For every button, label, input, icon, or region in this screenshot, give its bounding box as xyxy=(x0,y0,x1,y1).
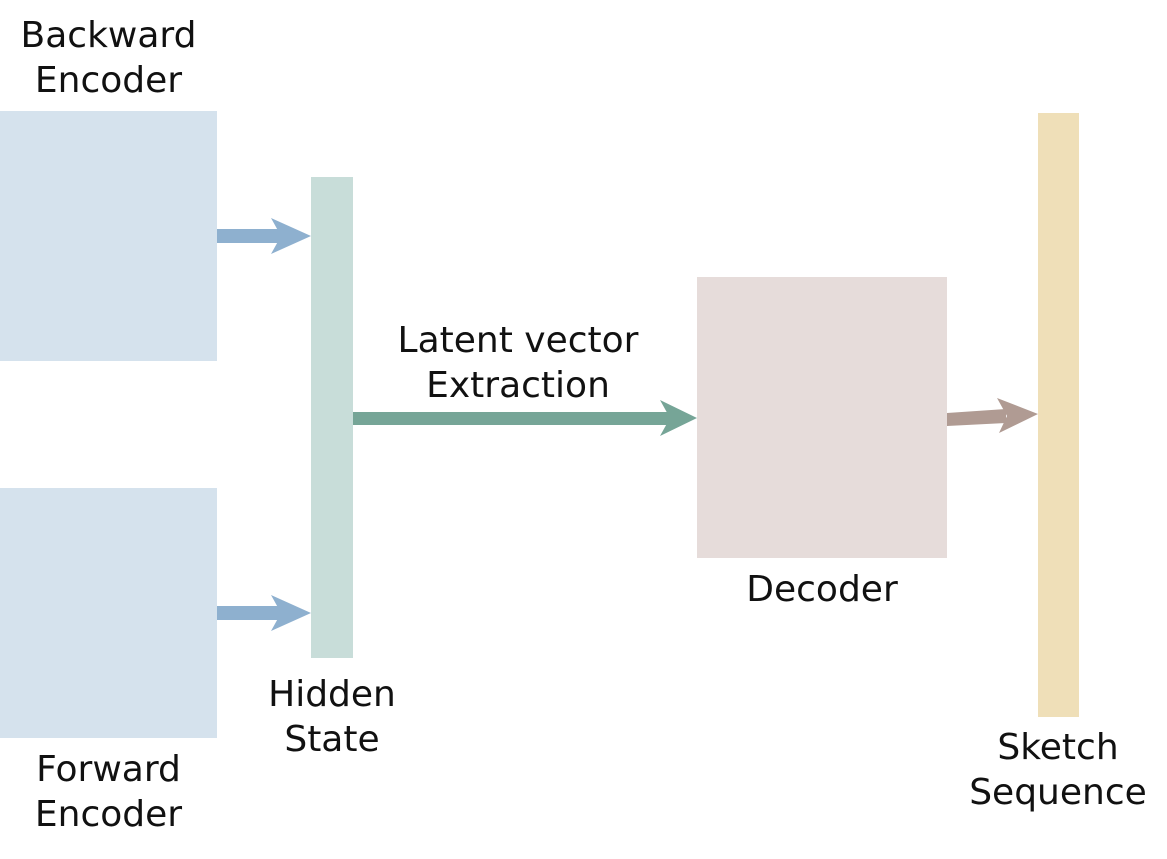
latent-vector-line-2: Extraction xyxy=(426,365,610,406)
backward-encoder-label: Backward Encoder xyxy=(0,13,217,103)
latent-vector-arrow xyxy=(353,400,697,436)
forward-encoder-line-2: Encoder xyxy=(34,794,183,835)
sketch-sequence-bar xyxy=(1038,113,1079,717)
hidden-state-line-1: Hidden xyxy=(268,674,396,715)
decoder-output-arrow xyxy=(947,398,1038,433)
latent-vector-line-1: Latent vector xyxy=(397,320,639,361)
sketch-sequence-label: Sketch Sequence xyxy=(968,725,1148,815)
forward-encoder-block xyxy=(0,488,217,738)
backward-encoder-arrow xyxy=(217,218,311,254)
backward-encoder-line-2: Encoder xyxy=(34,60,183,101)
backward-encoder-line-1: Backward xyxy=(20,15,197,56)
forward-encoder-line-1: Forward xyxy=(36,749,181,790)
sketch-sequence-line-2: Sequence xyxy=(969,772,1147,813)
forward-encoder-arrow xyxy=(217,595,311,631)
decoder-label: Decoder xyxy=(746,569,898,610)
hidden-state-bar xyxy=(311,177,353,658)
backward-encoder-block xyxy=(0,111,217,361)
latent-vector-label: Latent vector Extraction xyxy=(388,318,648,408)
decoder-block xyxy=(697,277,947,558)
sketch-sequence-line-1: Sketch xyxy=(997,727,1119,768)
hidden-state-line-2: State xyxy=(284,719,380,760)
hidden-state-label: Hidden State xyxy=(252,672,412,762)
forward-encoder-label: Forward Encoder xyxy=(0,747,217,837)
